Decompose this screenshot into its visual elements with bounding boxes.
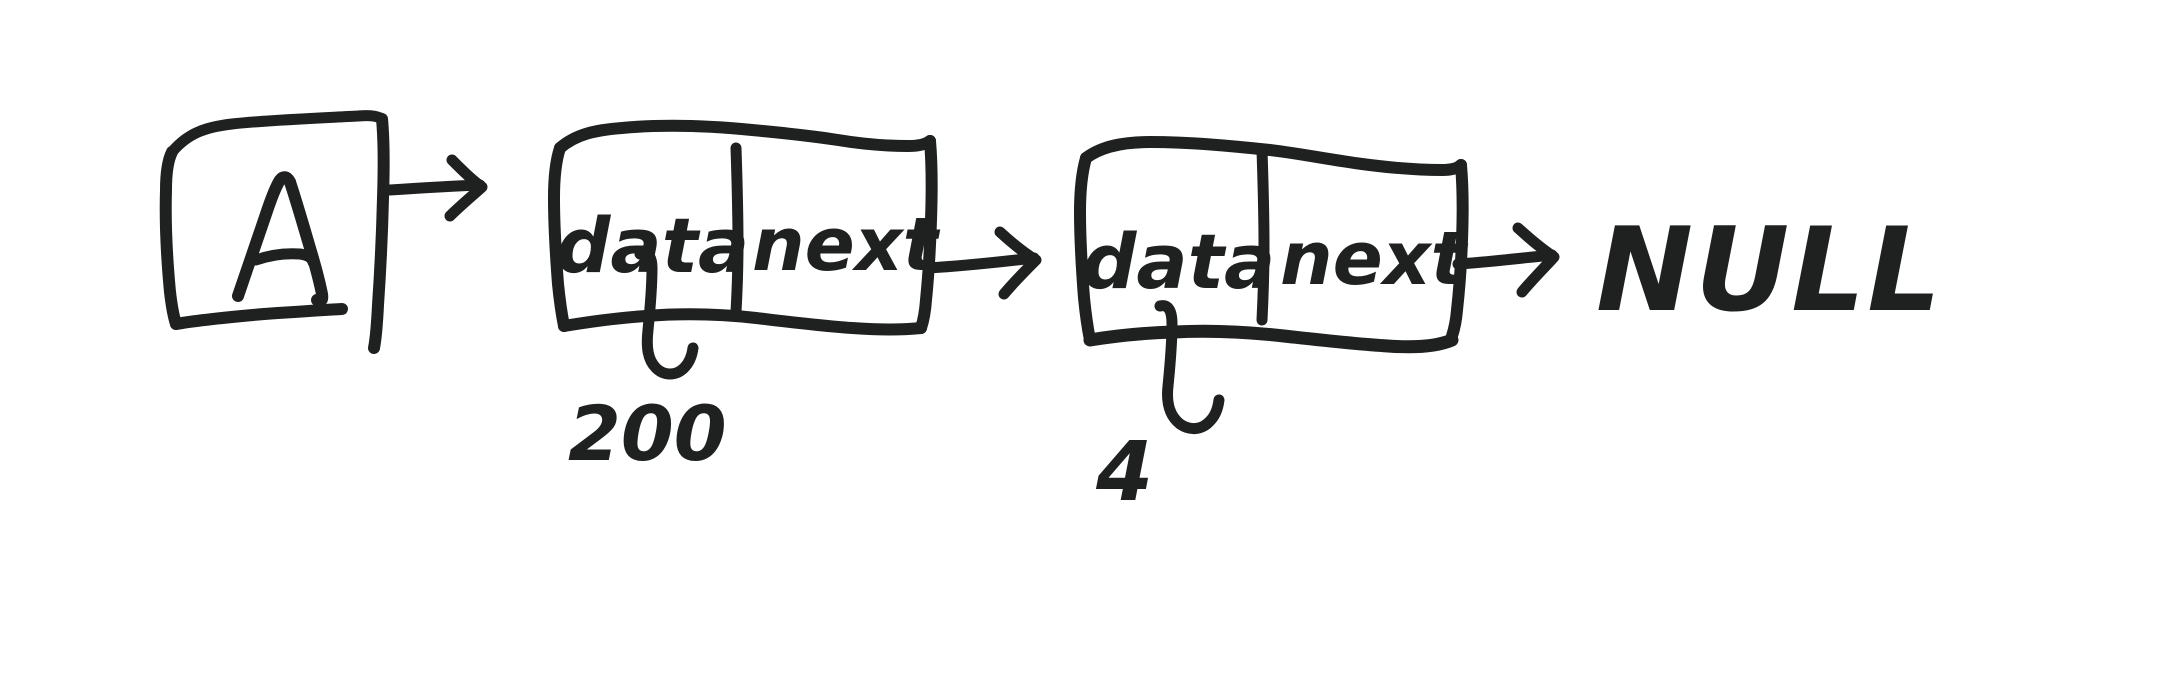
node-1-value-arrow bbox=[634, 248, 699, 380]
null-terminator-label: NULL bbox=[1596, 203, 1943, 338]
node-2-box bbox=[1074, 136, 1469, 354]
arrow-node-1-to-node-2 bbox=[922, 226, 1042, 300]
node-1-data-label: data bbox=[556, 201, 749, 290]
node-1-value-label: 200 bbox=[568, 389, 727, 478]
node-2-value-label: 4 bbox=[1095, 425, 1153, 520]
head-pointer-label-A bbox=[232, 171, 329, 308]
arrow-head-to-node-1 bbox=[384, 154, 488, 222]
node-1-next-label: next bbox=[752, 202, 941, 288]
node-2-value-arrow bbox=[1154, 300, 1225, 434]
head-pointer-box bbox=[159, 110, 390, 354]
node-2-next-label: next bbox=[1280, 216, 1469, 302]
node-2-data-label: data bbox=[1082, 217, 1275, 306]
arrow-node-2-to-null bbox=[1452, 222, 1560, 298]
node-1-box bbox=[548, 119, 938, 336]
